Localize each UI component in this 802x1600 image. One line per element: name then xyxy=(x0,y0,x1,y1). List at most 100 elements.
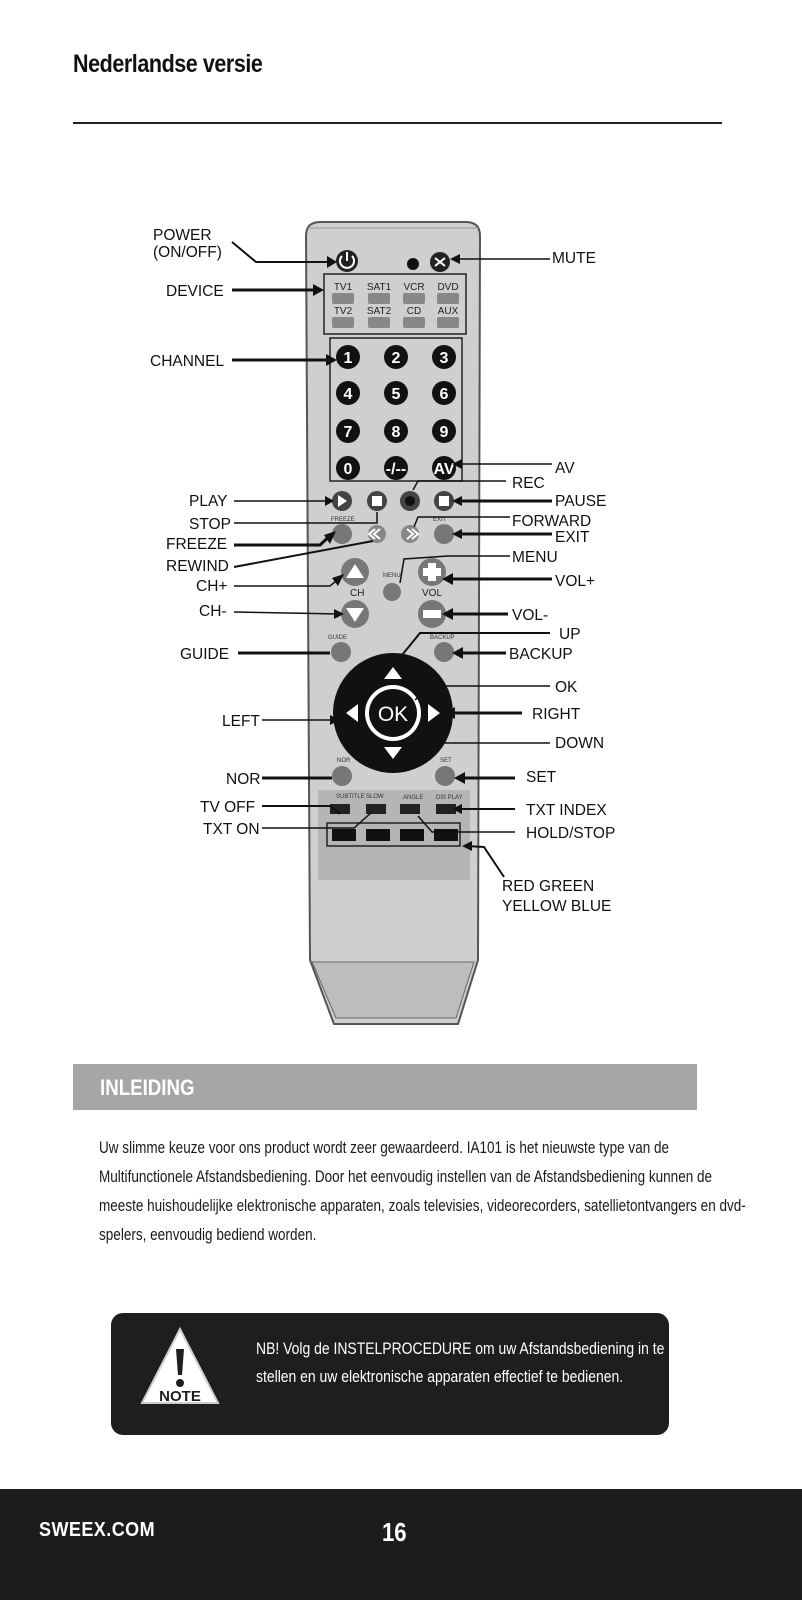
label-left: LEFT xyxy=(222,713,260,730)
right-arrow-icon xyxy=(428,704,440,722)
device-key-label: SAT2 xyxy=(367,306,392,317)
device-key xyxy=(437,317,459,328)
device-key-label: AUX xyxy=(438,306,459,317)
label-ok: OK xyxy=(555,679,578,696)
label-rec: REC xyxy=(512,475,545,492)
green-key xyxy=(366,829,390,841)
device-key xyxy=(368,293,390,304)
device-key xyxy=(403,293,425,304)
label-guide: GUIDE xyxy=(180,646,229,663)
label-av: AV xyxy=(555,460,575,477)
page-footer: SWEEX.COM 16 xyxy=(0,1489,802,1600)
number-key-label: 0 xyxy=(344,461,353,478)
number-key-label: 6 xyxy=(440,386,449,403)
remote-body xyxy=(304,221,482,1025)
label-txt-on: TXT ON xyxy=(203,821,260,838)
label-tv-off: TV OFF xyxy=(200,799,255,816)
label-txt-index: TXT INDEX xyxy=(526,802,607,819)
rewind-button xyxy=(367,525,386,543)
label-freeze: FREEZE xyxy=(166,536,227,553)
callout-arrowheads xyxy=(313,254,472,851)
note-line: NB! Volg de INSTELPROCEDURE om uw Afstan… xyxy=(256,1339,665,1358)
tv-off-button xyxy=(330,804,350,814)
note-badge-label: NOTE xyxy=(159,1388,201,1405)
label-stop: STOP xyxy=(189,516,231,533)
set-button xyxy=(435,766,455,786)
rec-button xyxy=(400,491,420,511)
ch-up-button xyxy=(341,558,369,586)
number-key-label: -/-- xyxy=(386,461,406,478)
title-rule xyxy=(73,122,722,124)
note-box: NOTE NB! Volg de INSTELPROCEDURE om uw A… xyxy=(111,1313,669,1435)
up-arrow-icon xyxy=(384,667,402,679)
label-up: UP xyxy=(559,626,581,643)
device-key-group xyxy=(323,273,467,335)
number-key-label: 7 xyxy=(344,424,353,441)
number-key xyxy=(336,419,360,443)
label-power: POWER xyxy=(153,227,212,244)
number-key-label: 8 xyxy=(392,424,401,441)
section-heading: INLEIDING xyxy=(100,1075,195,1100)
number-key-group xyxy=(329,337,463,482)
label-red-green: RED GREEN xyxy=(502,878,594,895)
label-hold-stop: HOLD/STOP xyxy=(526,825,615,842)
nor-button xyxy=(332,766,352,786)
label-mute: MUTE xyxy=(552,250,596,267)
page-title: Nederlandse versie xyxy=(73,50,263,78)
color-key-group xyxy=(326,822,461,847)
device-key xyxy=(403,317,425,328)
freeze-caption: FREEZE xyxy=(331,517,355,523)
label-set: SET xyxy=(526,769,557,786)
ch-down-button xyxy=(341,600,369,628)
label-vol-minus: VOL- xyxy=(512,607,548,624)
label-device: DEVICE xyxy=(166,283,224,300)
label-ch-plus: CH+ xyxy=(196,578,227,595)
device-key-label: VCR xyxy=(403,282,424,293)
vol-caption: VOL xyxy=(422,588,442,599)
number-key-label: 4 xyxy=(344,386,353,403)
label-yellow-blue: YELLOW BLUE xyxy=(502,898,611,915)
intro-paragraph: Uw slimme keuze voor ons product wordt z… xyxy=(99,1134,802,1250)
play-button xyxy=(332,491,352,511)
hold-stop-button xyxy=(400,804,420,814)
intro-line: Multifunctionele Afstandsbediening. Door… xyxy=(99,1168,713,1186)
callout-labels-right: MUTE AV REC PAUSE FORWARD EXIT MENU VOL+… xyxy=(502,250,615,915)
intro-line: spelers, eenvoudig bediend worden. xyxy=(99,1226,317,1244)
label-rewind: REWIND xyxy=(166,558,229,575)
label-on-off: (ON/OFF) xyxy=(153,244,222,261)
power-button xyxy=(336,250,358,272)
set-caption: SET xyxy=(440,758,452,764)
number-key xyxy=(384,381,408,405)
label-down: DOWN xyxy=(555,735,604,752)
txt-index-button xyxy=(436,804,456,814)
callout-labels-left: POWER (ON/OFF) DEVICE CHANNEL PLAY STOP … xyxy=(150,227,260,838)
pause-button xyxy=(434,491,454,511)
number-key xyxy=(336,381,360,405)
callout-lines xyxy=(231,241,552,878)
number-key-label: 9 xyxy=(440,424,449,441)
label-vol-plus: VOL+ xyxy=(555,573,595,590)
number-key-label: AV xyxy=(433,461,454,478)
number-key xyxy=(432,345,456,369)
intro-line: meeste huishoudelijke elektronische appa… xyxy=(99,1197,746,1215)
backup-button xyxy=(434,642,454,662)
label-forward: FORWARD xyxy=(512,513,591,530)
device-key-label: TV2 xyxy=(334,306,353,317)
ch-caption: CH xyxy=(350,588,364,599)
subtitle-caption: SUBTITLE xyxy=(336,794,365,800)
ok-key-label: OK xyxy=(378,703,408,726)
device-key xyxy=(368,317,390,328)
stop-button xyxy=(367,491,387,511)
number-key xyxy=(336,456,360,480)
guide-button xyxy=(331,642,351,662)
txt-on-button xyxy=(366,804,386,814)
note-line: stellen en uw elektronische apparaten ef… xyxy=(256,1367,624,1386)
display-caption: DIS PLAY xyxy=(436,795,463,801)
device-key xyxy=(332,293,354,304)
exit-caption: EXIT xyxy=(433,517,447,523)
number-key-label: 3 xyxy=(440,350,449,367)
exit-button xyxy=(434,524,454,544)
down-arrow-icon xyxy=(384,747,402,759)
